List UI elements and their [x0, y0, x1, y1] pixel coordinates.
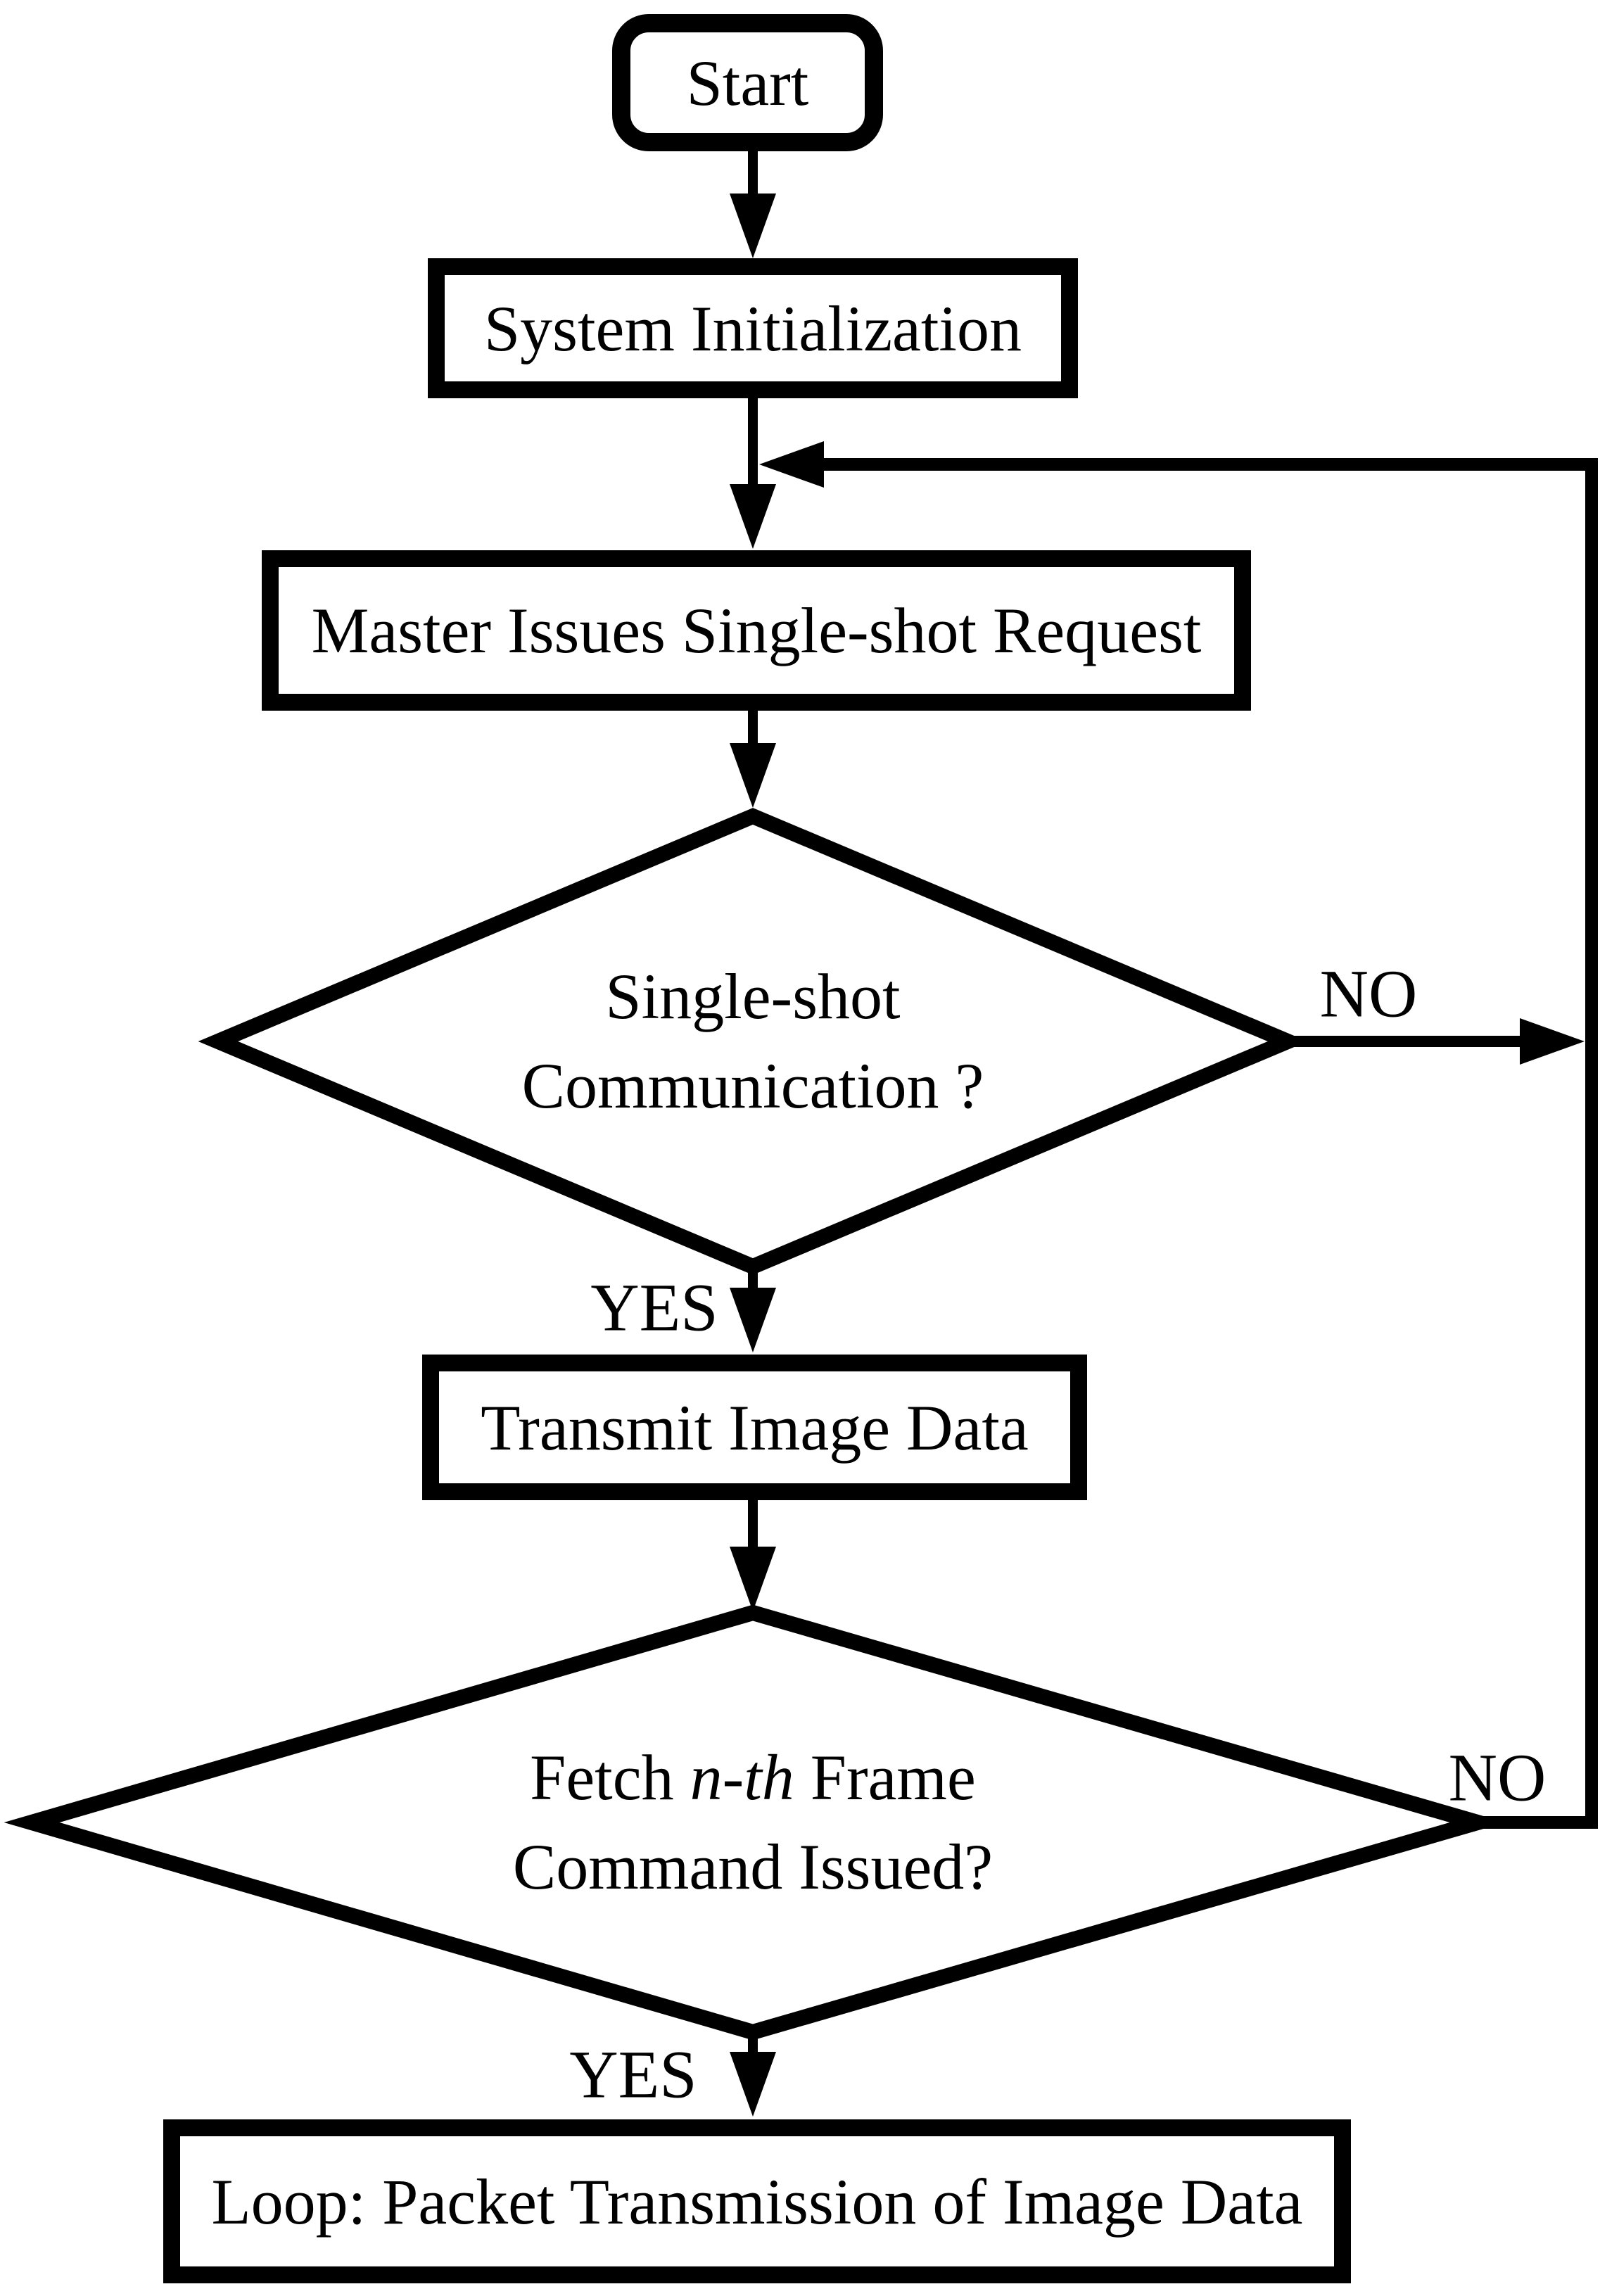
node-master-request: Master Issues Single-shot Request	[262, 550, 1251, 711]
edge-decision1-yes-arrowhead	[730, 1288, 776, 1352]
edge-label-decision2-no: NO	[1448, 1739, 1547, 1815]
node-system-initialization-label: System Initialization	[484, 292, 1022, 364]
edge-decision2-yes-arrowhead	[730, 2052, 776, 2117]
edge-label-decision1-yes: YES	[590, 1269, 718, 1345]
edge-sysinit-to-master-arrowhead	[730, 484, 776, 549]
edge-transmit-to-decision2-arrowhead	[730, 1547, 776, 1611]
node-master-request-label: Master Issues Single-shot Request	[311, 595, 1202, 666]
fetch-frame-line1-prefix: Fetch	[530, 1742, 690, 1814]
edge-start-to-sysinit-arrowhead	[730, 194, 776, 258]
fetch-frame-line1-suffix: Frame	[794, 1742, 976, 1814]
edge-master-to-decision1-arrowhead	[730, 743, 776, 808]
node-system-initialization: System Initialization	[428, 258, 1078, 398]
node-transmit-image-label: Transmit Image Data	[481, 1391, 1029, 1464]
single-shot-decision-line2: Communication ?	[521, 1050, 984, 1122]
edge-no-feedback-arrowhead	[759, 441, 824, 488]
node-start: Start	[612, 14, 883, 151]
node-loop-packet: Loop: Packet Transmission of Image Data	[163, 2119, 1351, 2283]
edge-label-decision1-no: NO	[1319, 956, 1418, 1032]
node-single-shot-decision-label: Single-shot Communication ?	[522, 952, 984, 1131]
node-fetch-frame-decision-label: Fetch n-th Frame Command Issued?	[513, 1733, 993, 1912]
edge-no-feedback-path	[822, 458, 1598, 1829]
fetch-frame-decision-line2: Command Issued?	[512, 1831, 993, 1903]
fetch-frame-decision-line1: Fetch n-th Frame	[513, 1733, 993, 1822]
edge-decision1-no-arrowhead	[1520, 1018, 1585, 1065]
node-loop-packet-label: Loop: Packet Transmission of Image Data	[211, 2165, 1303, 2238]
node-transmit-image: Transmit Image Data	[422, 1355, 1087, 1500]
node-start-label: Start	[686, 46, 809, 119]
edge-label-decision2-yes: YES	[569, 2036, 697, 2112]
fetch-frame-line1-italic: n-th	[690, 1742, 794, 1814]
single-shot-decision-line1: Single-shot	[605, 960, 901, 1033]
